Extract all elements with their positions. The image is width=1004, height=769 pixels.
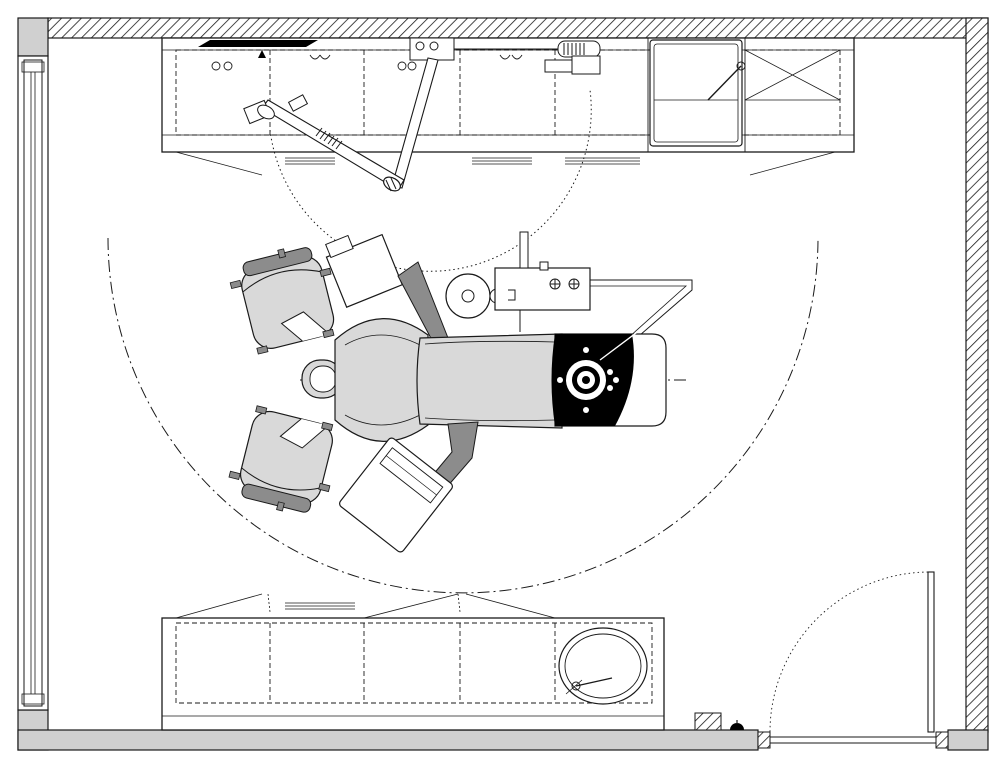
right-wall: [965, 17, 989, 733]
top-wall: [47, 17, 989, 39]
corner-pillar-top-left: [17, 17, 49, 57]
waste-bin-icon: [694, 712, 744, 731]
door-jamb-right: [935, 731, 949, 749]
operator-stool-icon: [228, 247, 335, 513]
bottom-right-wall: [947, 729, 989, 751]
walls: [17, 17, 989, 751]
assistant-tray-icon: [339, 437, 453, 553]
window-icon: [17, 55, 49, 711]
overhead-light-arm-icon: [243, 57, 439, 192]
cabinet-sink-icon: [649, 39, 841, 147]
round-basin-icon: [558, 627, 648, 705]
door-swing-icon: [769, 571, 936, 744]
delivery-tray-icon: [325, 231, 693, 345]
dental-chair-icon: [301, 318, 667, 489]
bottom-wall: [17, 729, 759, 751]
door-jamb-left: [757, 731, 771, 749]
